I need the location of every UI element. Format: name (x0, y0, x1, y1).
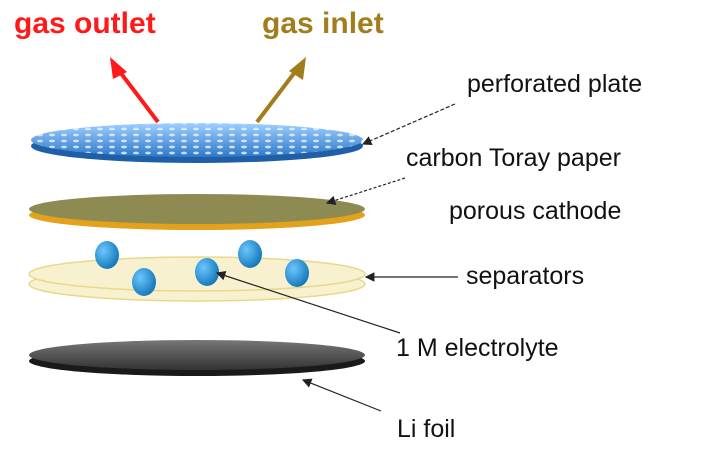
electrolyte-drop-icon (132, 268, 156, 296)
porous-cathode (29, 194, 365, 230)
carbon-paper-label: carbon Toray paper (406, 144, 621, 172)
electrolyte-drop-icon (95, 241, 119, 269)
perforated-plate-label: perforated plate (467, 70, 642, 98)
li-foil (29, 340, 365, 376)
electrolyte-drop-icon (285, 259, 309, 287)
inlet-arrow-icon (255, 57, 306, 124)
electrolyte-label: 1 M electrolyte (396, 334, 559, 362)
electrolyte-drops (95, 240, 309, 296)
pointer-carbon-paper (325, 177, 406, 206)
perforated-plate (31, 123, 363, 163)
pointer-lines (215, 103, 458, 412)
li-foil-label: Li foil (397, 415, 455, 443)
pointer-li-foil (301, 378, 382, 412)
porous-cathode-label: porous cathode (449, 197, 621, 225)
gas-inlet-label: gas inlet (262, 7, 384, 40)
separators-label: separators (466, 262, 584, 290)
electrolyte-drop-icon (195, 258, 219, 286)
pointer-perforated-plate (361, 103, 456, 146)
gas-outlet-label: gas outlet (14, 7, 156, 40)
electrolyte-drop-icon (238, 240, 262, 268)
outlet-arrow-icon (110, 57, 160, 124)
pointer-electrolyte (215, 271, 401, 334)
